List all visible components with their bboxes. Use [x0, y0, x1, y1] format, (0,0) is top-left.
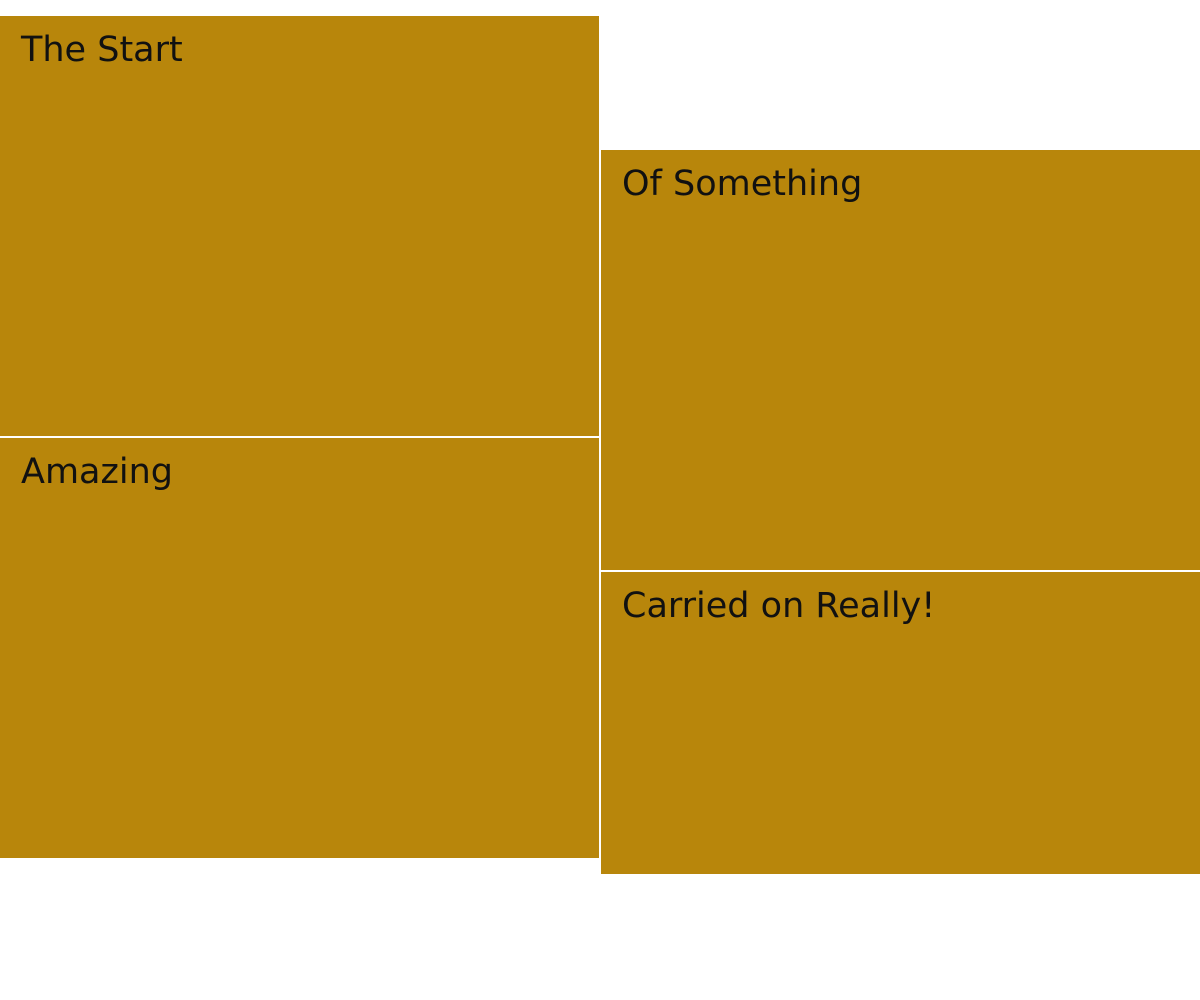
tile-label: Carried on Really!	[622, 586, 936, 626]
tile-the-start: The Start	[0, 16, 599, 436]
tile-label: Of Something	[622, 164, 863, 204]
tile-label: Amazing	[21, 452, 173, 492]
tile-carried-on-really: Carried on Really!	[601, 572, 1200, 874]
tile-label: The Start	[21, 30, 183, 70]
tile-amazing: Amazing	[0, 438, 599, 858]
tile-of-something: Of Something	[601, 150, 1200, 570]
